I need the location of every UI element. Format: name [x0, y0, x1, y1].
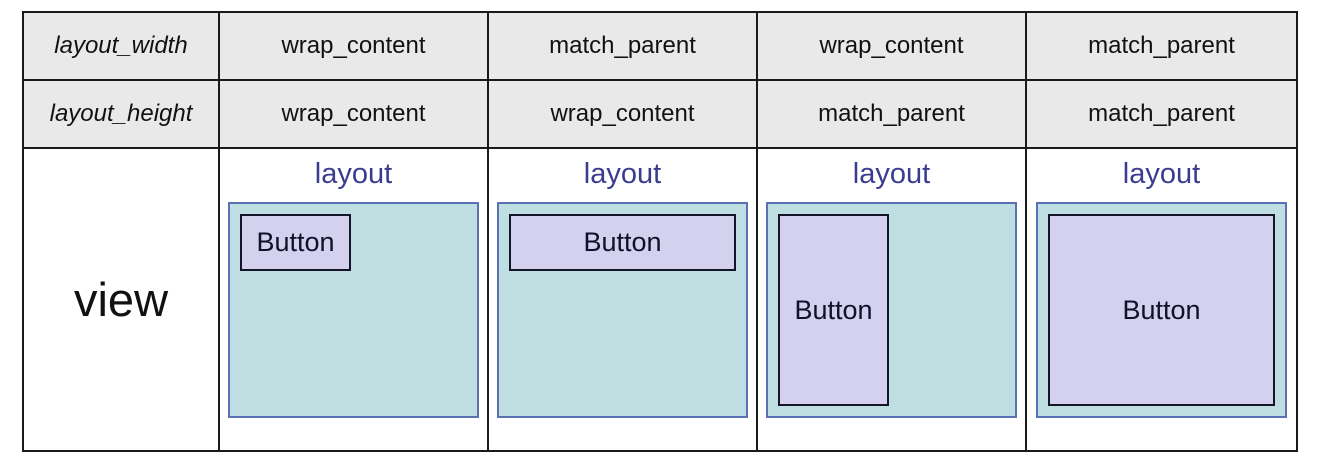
button-label: Button — [1122, 294, 1201, 325]
layout-container-box: Button — [766, 202, 1017, 418]
layout-height-value-2: wrap_content — [487, 79, 758, 149]
diagram-cell-match-match: layout Button — [1025, 147, 1298, 452]
button-label: Button — [256, 227, 335, 257]
button-label: Button — [794, 294, 873, 325]
button-illustration-wrap-match: Button — [778, 214, 889, 406]
layout-container-box: Button — [1036, 202, 1287, 418]
view-row-label: view — [22, 147, 220, 452]
button-illustration-match-wrap: Button — [509, 214, 736, 271]
layout-height-value-3: match_parent — [756, 79, 1027, 149]
layout-caption: layout — [852, 158, 931, 190]
layout-container-box: Button — [497, 202, 748, 418]
layout-container-box: Button — [228, 202, 479, 418]
layout-height-value-1: wrap_content — [218, 79, 489, 149]
layout-height-value-4: match_parent — [1025, 79, 1298, 149]
layout-params-table: layout_width wrap_content match_parent w… — [22, 11, 1298, 452]
view-row: view layout Button layout Button l — [22, 147, 1298, 452]
button-label: Button — [583, 227, 662, 257]
layout-width-row: layout_width wrap_content match_parent w… — [22, 11, 1298, 81]
layout-width-key: layout_width — [22, 11, 220, 81]
diagram-cell-wrap-match: layout Button — [756, 147, 1027, 452]
layout-caption: layout — [314, 158, 393, 190]
diagram-cell-match-wrap: layout Button — [487, 147, 758, 452]
button-illustration-match-match: Button — [1048, 214, 1275, 406]
diagram-cell-wrap-wrap: layout Button — [218, 147, 489, 452]
layout-caption: layout — [1122, 158, 1201, 190]
layout-width-value-1: wrap_content — [218, 11, 489, 81]
button-illustration-wrap-wrap: Button — [240, 214, 351, 271]
layout-width-value-2: match_parent — [487, 11, 758, 81]
layout-height-row: layout_height wrap_content wrap_content … — [22, 79, 1298, 149]
layout-caption: layout — [583, 158, 662, 190]
layout-width-value-4: match_parent — [1025, 11, 1298, 81]
layout-height-key: layout_height — [22, 79, 220, 149]
layout-width-value-3: wrap_content — [756, 11, 1027, 81]
